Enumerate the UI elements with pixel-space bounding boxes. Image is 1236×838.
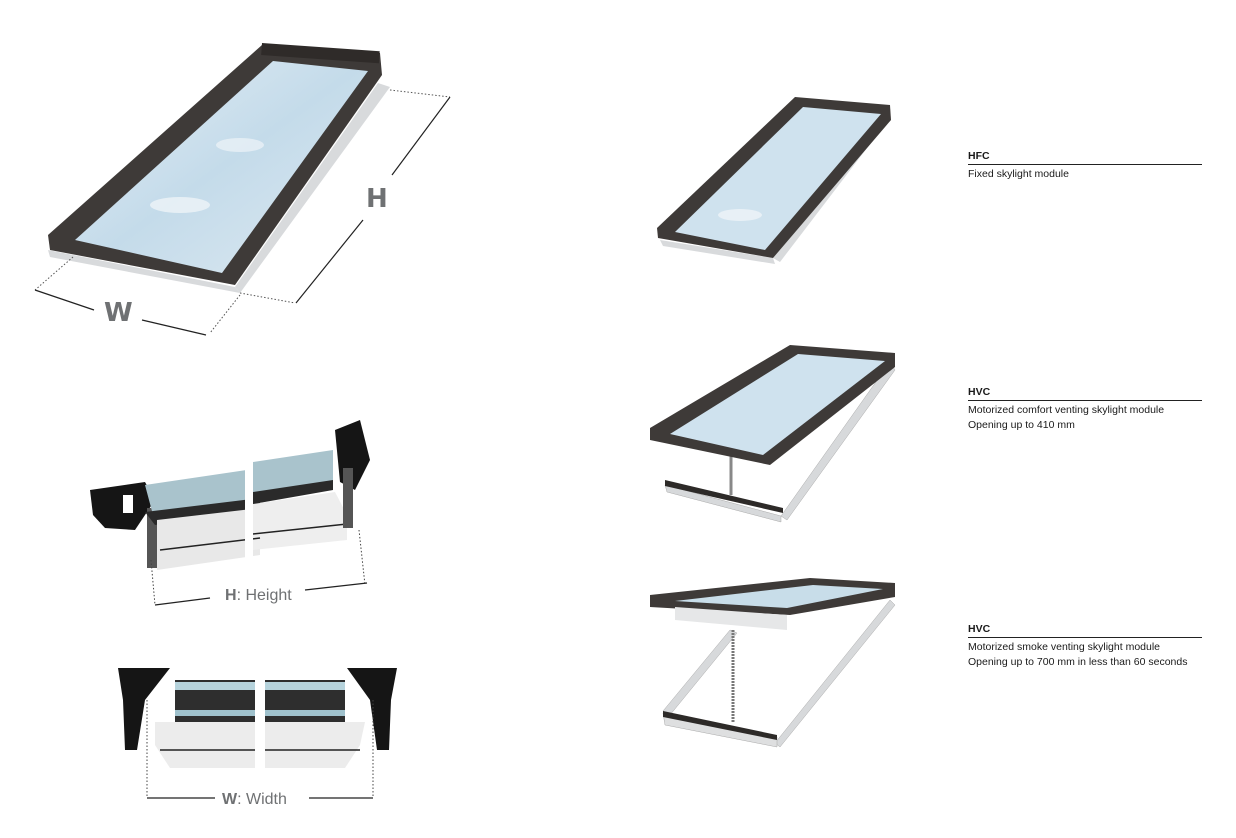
width-dimension-label: W [104, 298, 133, 328]
module-code: HVC [968, 623, 1202, 638]
height-section-diagram: H: Height [85, 420, 405, 610]
fixed-skylight-illustration [657, 97, 891, 264]
module-image-hvc-comfort [645, 340, 915, 525]
module-description: Fixed skylight module [968, 168, 1069, 180]
module-label-hvc-smoke: HVC Motorized smoke venting skylight mod… [968, 623, 1202, 670]
module-image-hfc [645, 90, 915, 280]
width-section-label: W: Width [222, 791, 287, 808]
module-code: HVC [968, 386, 1202, 401]
module-description: Motorized comfort venting skylight modul… [968, 403, 1202, 433]
description-line: Motorized comfort venting skylight modul… [968, 404, 1165, 416]
height-cross-section-illustration: H: Height [90, 420, 370, 606]
smoke-venting-skylight-illustration [650, 578, 896, 748]
module-label-hvc-comfort: HVC Motorized comfort venting skylight m… [968, 386, 1202, 433]
height-section-label: H: Height [225, 587, 292, 604]
module-image-hvc-smoke [645, 575, 915, 755]
module-label-hfc: HFC Fixed skylight module [968, 150, 1202, 182]
height-dimension-label: H [366, 184, 388, 214]
comfort-venting-skylight-illustration [650, 345, 896, 523]
width-cross-section-illustration: W: Width [118, 668, 397, 808]
main-skylight-diagram: H W [30, 35, 470, 345]
width-letter: W [222, 791, 238, 808]
description-line: Opening up to 410 mm [968, 419, 1075, 431]
height-word: : Height [237, 587, 293, 604]
width-section-diagram: W: Width [115, 660, 405, 820]
module-code: HFC [968, 150, 1202, 165]
height-letter: H [225, 587, 237, 604]
description-line: Opening up to 700 mm in less than 60 sec… [968, 656, 1188, 668]
module-description: Motorized smoke venting skylight module … [968, 640, 1202, 670]
width-word: : Width [237, 791, 287, 808]
skylight-illustration: H W [34, 43, 451, 336]
description-line: Motorized smoke venting skylight module [968, 641, 1161, 653]
